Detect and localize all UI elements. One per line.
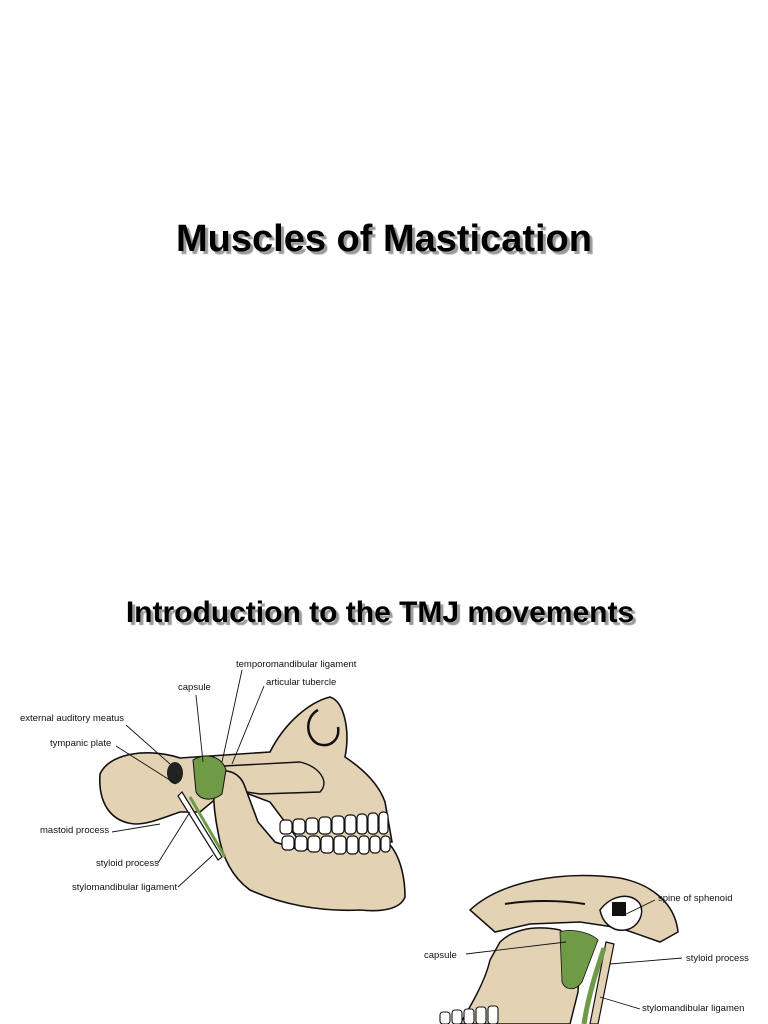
label-stylomandibular-ligament: stylomandibular ligament: [72, 882, 178, 893]
stylomandibular-ligament-medial: [581, 947, 607, 1024]
orbit-rim: [307, 708, 340, 747]
label-stylomandibular-ligament-medial: stylomandibular ligamen: [642, 1003, 745, 1014]
sphenoid-foramen: [612, 902, 626, 916]
label-mastoid-process: mastoid process: [40, 825, 110, 836]
styloid-process-medial: [589, 941, 615, 1024]
label-spine-of-sphenoid: spine of sphenoid: [658, 893, 733, 904]
stylomandibular-ligament: [188, 796, 227, 858]
label-styloid-process-medial: styloid process: [686, 953, 749, 964]
mandible: [212, 770, 406, 912]
upper-teeth: [279, 811, 389, 835]
label-capsule-medial: capsule: [424, 950, 457, 961]
medial-teeth: [439, 1005, 499, 1024]
label-articular-tubercle: articular tubercle: [266, 677, 337, 688]
slide-2: Introduction to the TMJ movements: [0, 512, 768, 1024]
lateral-skull-illustration: [99, 669, 406, 912]
auditory-meatus: [167, 762, 183, 784]
label-capsule: capsule: [178, 682, 211, 693]
capsule-ligament: [192, 755, 227, 800]
label-styloid-process: styloid process: [96, 858, 159, 869]
leader-lines-medial: [465, 899, 683, 1010]
slide-1: Muscles of Mastication: [176, 218, 592, 260]
label-tympanic-plate: tympanic plate: [50, 738, 112, 749]
slide-title: Introduction to the TMJ movements: [125, 596, 635, 629]
slide-title: Muscles of Mastication: [176, 218, 592, 260]
medial-skull-illustration: [439, 874, 683, 1024]
label-temporomandibular-ligament: temporomandibular ligament: [236, 659, 357, 670]
lower-teeth: [281, 835, 391, 855]
capsule-medial: [559, 930, 599, 990]
styloid-process: [177, 791, 223, 861]
sphenoid-ridge: [504, 900, 586, 905]
leader-lines: [111, 669, 265, 888]
label-external-auditory-meatus: external auditory meatus: [20, 713, 125, 724]
